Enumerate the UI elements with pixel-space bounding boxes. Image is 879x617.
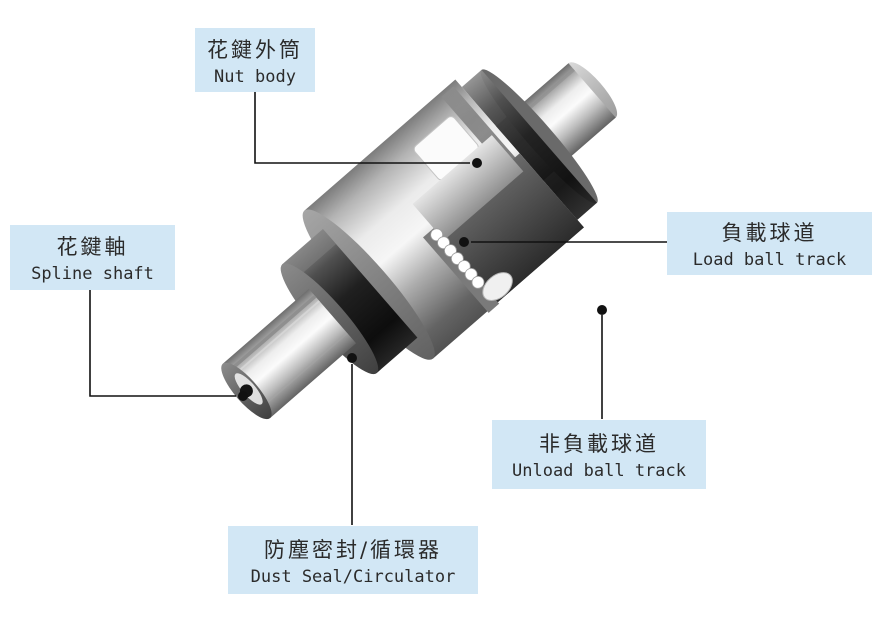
callout-lines [89, 92, 667, 525]
label-nut-body: 花鍵外筒 Nut body [195, 28, 315, 92]
spline-shaft-left [221, 288, 357, 420]
label-dust-seal-circulator: 防塵密封/循環器 Dust Seal/Circulator [228, 526, 478, 594]
label-spline-shaft-zh: 花鍵軸 [56, 235, 129, 259]
label-load-ball-track-zh: 負載球道 [721, 221, 818, 245]
ball-spline-assembly [221, 62, 618, 420]
label-unload-ball-track-zh: 非負載球道 [539, 432, 659, 456]
callout-line-nut-body [254, 92, 470, 164]
label-unload-ball-track-en: Unload ball track [512, 461, 686, 481]
label-load-ball-track: 負載球道 Load ball track [667, 212, 872, 275]
callout-dot-load-ball-track [459, 237, 469, 247]
circulator-piece [482, 272, 513, 301]
callout-dot-dust-seal [347, 353, 357, 363]
cutaway-section [412, 135, 584, 313]
label-dust-seal-zh: 防塵密封/循環器 [263, 537, 443, 562]
callout-dot-unload-ball-track [597, 305, 607, 315]
label-spline-shaft: 花鍵軸 Spline shaft [10, 225, 175, 290]
label-nut-body-zh: 花鍵外筒 [207, 37, 303, 62]
load-balls [430, 228, 485, 289]
label-nut-body-en: Nut body [214, 66, 296, 87]
callout-dot-nut-body [472, 158, 482, 168]
label-dust-seal-en: Dust Seal/Circulator [250, 566, 456, 587]
callout-line-spline-shaft [89, 290, 236, 397]
label-load-ball-track-en: Load ball track [692, 250, 847, 270]
label-unload-ball-track: 非負載球道 Unload ball track [492, 420, 706, 489]
callout-dots [238, 158, 607, 401]
callout-dot-spline-shaft [238, 391, 248, 401]
label-spline-shaft-en: Spline shaft [31, 264, 154, 284]
